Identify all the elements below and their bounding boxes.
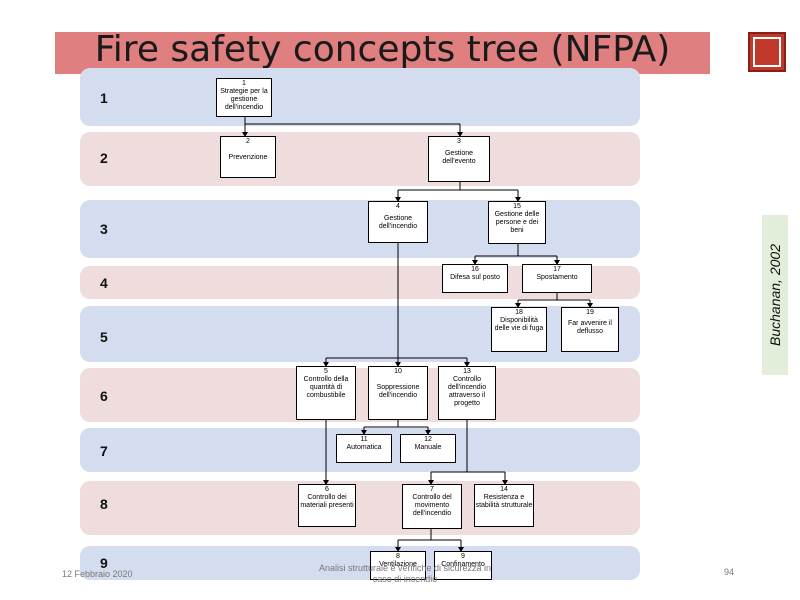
node-number: 9 bbox=[461, 553, 465, 560]
node-7: 7 Controllo del movimento dell'incendio bbox=[402, 484, 462, 529]
node-number: 14 bbox=[500, 486, 508, 493]
node-number: 2 bbox=[246, 138, 250, 145]
node-number: 19 bbox=[586, 309, 594, 316]
level-band-1 bbox=[80, 68, 640, 126]
node-label: Controllo dell'incendio attraverso il pr… bbox=[447, 376, 487, 407]
node-1: 1 Strategie per la gestione dell'incendi… bbox=[216, 78, 272, 117]
node-15: 15 Gestione delle persone e dei beni bbox=[488, 201, 546, 244]
level-number: 4 bbox=[100, 275, 108, 291]
node-number: 3 bbox=[457, 138, 461, 145]
node-2: 2 Prevenzione bbox=[220, 136, 276, 178]
node-label: Controllo della quantità di combustibile bbox=[303, 376, 349, 399]
level-number: 8 bbox=[100, 496, 108, 512]
node-6: 6 Controllo dei materiali presenti bbox=[298, 484, 356, 527]
footer-center-line2: caso di incendio bbox=[372, 574, 438, 584]
node-label: Disponibilità delle vie di fuga bbox=[494, 317, 544, 332]
page-number: 94 bbox=[724, 567, 735, 577]
node-9: 9 Confinamento bbox=[434, 551, 492, 580]
node-label: Ventilazione bbox=[379, 561, 417, 568]
node-5: 5 Controllo della quantità di combustibi… bbox=[296, 366, 356, 420]
level-band-9 bbox=[80, 546, 640, 580]
node-label: Controllo del movimento dell'incendio bbox=[412, 494, 452, 517]
node-4: 4 Gestione dell'incendio bbox=[368, 201, 428, 243]
level-number: 5 bbox=[100, 329, 108, 345]
citation-text: Buchanan, 2002 bbox=[767, 244, 783, 346]
node-number: 18 bbox=[515, 309, 523, 316]
node-number: 15 bbox=[513, 203, 521, 210]
node-11: 11 Automatica bbox=[336, 434, 392, 463]
node-label: Prevenzione bbox=[228, 154, 268, 161]
node-label: Gestione delle persone e dei beni bbox=[494, 211, 540, 234]
level-number: 1 bbox=[100, 90, 108, 106]
institution-logo bbox=[748, 32, 786, 72]
node-8: 8 Ventilazione bbox=[370, 551, 426, 580]
node-10: 10 Soppressione dell'incendio bbox=[368, 366, 428, 420]
citation-box bbox=[762, 215, 788, 375]
node-13: 13 Controllo dell'incendio attraverso il… bbox=[438, 366, 496, 420]
node-number: 7 bbox=[430, 486, 434, 493]
node-number: 1 bbox=[242, 80, 246, 87]
node-12: 12 Manuale bbox=[400, 434, 456, 463]
node-label: Manuale bbox=[414, 444, 442, 451]
node-number: 17 bbox=[553, 266, 561, 273]
node-label: Far avvenire il deflusso bbox=[568, 320, 612, 335]
node-14: 14 Resistenza e stabilità strutturale bbox=[474, 484, 534, 527]
level-number: 7 bbox=[100, 443, 108, 459]
node-label: Resistenza e stabilità strutturale bbox=[475, 494, 533, 509]
node-18: 18 Disponibilità delle vie di fuga bbox=[491, 307, 547, 352]
slide-title: Fire safety concepts tree (NFPA) bbox=[94, 29, 671, 70]
node-label: Soppressione dell'incendio bbox=[376, 384, 420, 399]
node-label: Strategie per la gestione dell'incendio bbox=[220, 88, 268, 111]
node-3: 3 Gestione dell'evento bbox=[428, 136, 490, 182]
level-band-3 bbox=[80, 200, 640, 258]
node-16: 16 Difesa sul posto bbox=[442, 264, 508, 293]
node-label: Confinamento bbox=[441, 561, 485, 568]
node-number: 11 bbox=[360, 436, 368, 443]
node-label: Controllo dei materiali presenti bbox=[300, 494, 354, 509]
level-number: 6 bbox=[100, 388, 108, 404]
node-number: 13 bbox=[463, 368, 471, 375]
node-number: 6 bbox=[325, 486, 329, 493]
node-number: 16 bbox=[471, 266, 479, 273]
level-number: 3 bbox=[100, 221, 108, 237]
node-number: 10 bbox=[394, 368, 402, 375]
node-number: 12 bbox=[424, 436, 432, 443]
node-label: Gestione dell'evento bbox=[442, 150, 476, 165]
node-label: Difesa sul posto bbox=[450, 274, 500, 281]
node-17: 17 Spostamento bbox=[522, 264, 592, 293]
node-19: 19 Far avvenire il deflusso bbox=[561, 307, 619, 352]
footer-date: 12 Febbraio 2020 bbox=[62, 569, 133, 579]
node-number: 8 bbox=[396, 553, 400, 560]
node-label: Spostamento bbox=[536, 274, 578, 281]
level-band-6 bbox=[80, 368, 640, 422]
node-number: 4 bbox=[396, 203, 400, 210]
title-band bbox=[55, 32, 710, 74]
node-label: Automatica bbox=[346, 444, 382, 451]
node-label: Gestione dell'incendio bbox=[378, 215, 418, 230]
footer-center: Analisi strutturale e verifiche di sicur… bbox=[280, 563, 530, 585]
node-number: 5 bbox=[324, 368, 328, 375]
level-band-8 bbox=[80, 481, 640, 535]
level-number: 9 bbox=[100, 555, 108, 571]
footer-center-line1: Analisi strutturale e verifiche di sicur… bbox=[318, 563, 492, 573]
level-band-2 bbox=[80, 132, 640, 186]
level-number: 2 bbox=[100, 150, 108, 166]
